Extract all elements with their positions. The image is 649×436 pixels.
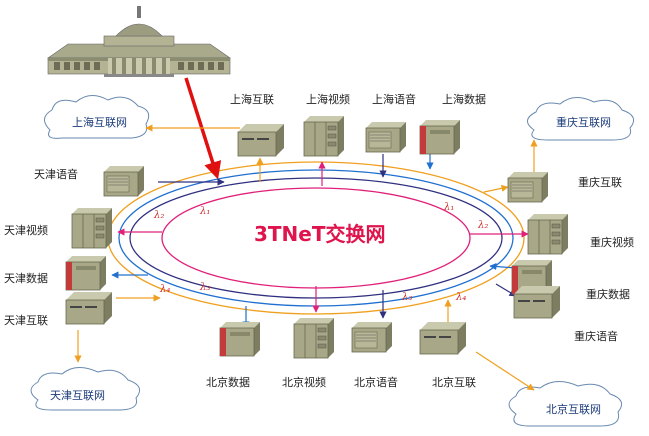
- label-shanghai-voice: 上海语音: [372, 93, 416, 106]
- center-title: 3TNeT交换网: [254, 222, 386, 246]
- label-tianjin-data: 天津数据: [4, 272, 48, 285]
- label-beijing-voice: 北京语音: [354, 376, 398, 389]
- lambda-label: λ₃: [200, 282, 211, 293]
- cloud-tianjin-icon: [30, 367, 141, 411]
- cloud-label-beijing: 北京互联网: [546, 403, 601, 416]
- device-chongqing-voice-icon: [513, 285, 561, 319]
- device-tianjin-video-icon: [71, 207, 113, 249]
- label-shanghai-video: 上海视频: [306, 93, 350, 106]
- device-tianjin-internet-icon: [65, 291, 113, 325]
- lambda-label: λ₃: [402, 292, 413, 303]
- lambda-label: λ₁: [444, 202, 455, 213]
- lambda-label: λ₂: [154, 210, 165, 221]
- device-shanghai-video-icon: [303, 115, 345, 157]
- label-chongqing-video: 重庆视频: [590, 236, 634, 249]
- red-arrow: [184, 77, 222, 180]
- label-tianjin-internet: 天津互联: [4, 314, 48, 327]
- device-beijing-video-icon: [293, 317, 335, 359]
- cloud-beijing-icon: [508, 381, 623, 427]
- lambda-label: λ₁: [200, 206, 211, 217]
- device-shanghai-voice-icon: [365, 121, 407, 153]
- label-beijing-internet: 北京互联: [432, 376, 476, 389]
- label-chongqing-voice: 重庆语音: [574, 330, 618, 343]
- label-tianjin-voice: 天津语音: [34, 168, 78, 181]
- device-tianjin-data-icon: [65, 255, 107, 291]
- lambda-label: λ₂: [478, 220, 489, 231]
- device-beijing-data-icon: [219, 321, 261, 357]
- government-building-icon: [47, 6, 231, 77]
- label-chongqing-internet: 重庆互联: [578, 176, 622, 189]
- device-tianjin-voice-icon: [103, 165, 145, 197]
- label-beijing-data: 北京数据: [206, 376, 250, 389]
- cloud-chongqing-icon: [527, 97, 635, 141]
- device-shanghai-internet-icon: [237, 123, 285, 157]
- lambda-label: λ₄: [160, 284, 171, 295]
- cloud-label-tianjin: 天津互联网: [50, 389, 105, 402]
- label-shanghai-internet: 上海互联: [230, 93, 274, 106]
- device-beijing-voice-icon: [351, 321, 393, 353]
- cloud-label-chongqing: 重庆互联网: [556, 116, 611, 129]
- device-beijing-internet-icon: [419, 321, 467, 355]
- label-shanghai-data: 上海数据: [442, 93, 486, 106]
- label-chongqing-data: 重庆数据: [586, 288, 630, 301]
- label-tianjin-video: 天津视频: [4, 224, 48, 237]
- cloud-label-shanghai: 上海互联网: [72, 116, 127, 129]
- device-chongqing-internet-icon: [507, 171, 549, 203]
- device-chongqing-video-icon: [527, 213, 569, 255]
- label-beijing-video: 北京视频: [282, 376, 326, 389]
- device-shanghai-data-icon: [419, 119, 461, 155]
- cloud-shanghai-icon: [44, 95, 150, 139]
- lambda-label: λ₄: [456, 292, 467, 303]
